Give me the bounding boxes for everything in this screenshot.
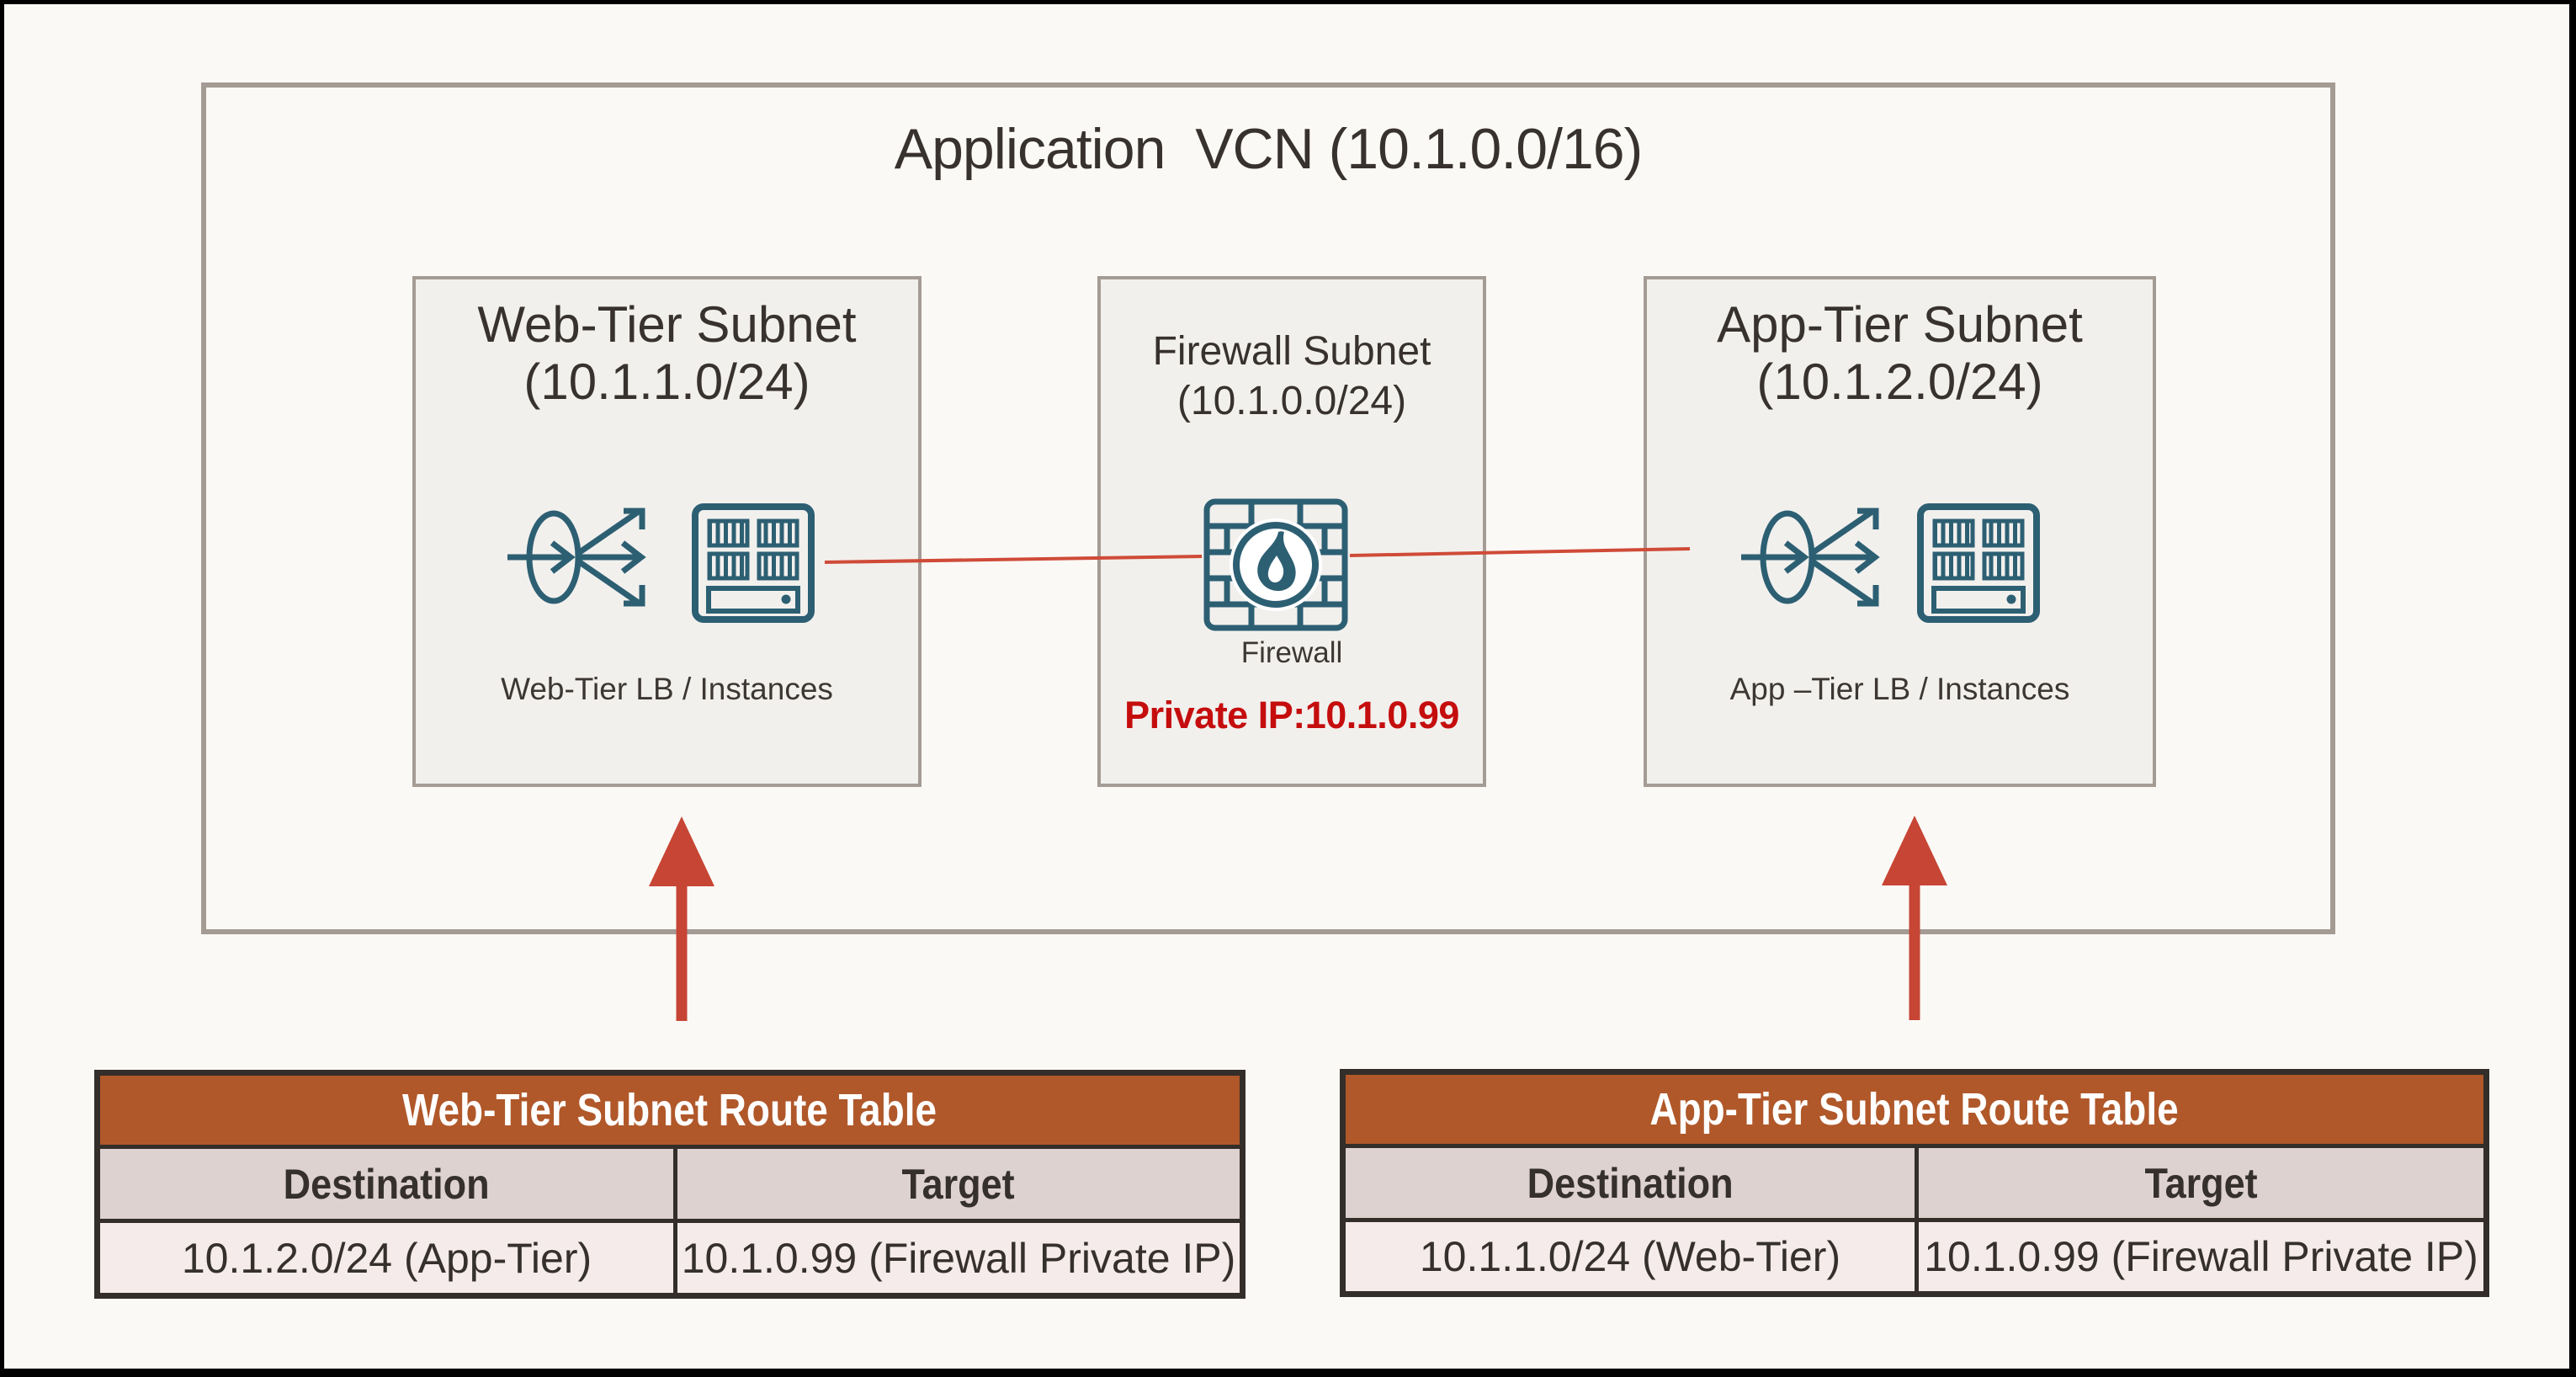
web-route-table-column-headers: Destination Target [100,1145,1240,1219]
firewall-icon [1203,498,1348,631]
app-subnet-name: App-Tier Subnet [1717,296,2083,353]
vcn-title: Application VCN (10.1.0.0/16) [894,117,1644,181]
application-vcn-box [201,82,2335,934]
web-tier-subnet-box: Web-Tier Subnet (10.1.1.0/24) Web-Tier L… [412,276,922,787]
column-header-destination: Destination [1527,1159,1734,1207]
server-instances-icon [692,503,815,623]
firewall-private-ip: Private IP:10.1.0.99 [1124,694,1459,736]
load-balancer-icon [1741,508,1880,607]
firewall-subnet-cidr: (10.1.0.0/24) [1176,378,1407,423]
firewall-subnet-name: Firewall Subnet [1152,329,1431,374]
table-row: 10.1.1.0/24 (Web-Tier) 10.1.0.99 (Firewa… [1346,1218,2483,1291]
server-instances-icon [1917,503,2040,623]
app-route-destination-value: 10.1.1.0/24 (Web-Tier) [1419,1233,1841,1280]
app-route-target-value: 10.1.0.99 (Firewall Private IP) [1915,1222,2483,1291]
web-route-target-value: 10.1.0.99 (Firewall Private IP) [673,1223,1240,1293]
column-header-target: Target [1915,1148,2483,1218]
web-subnet-name: Web-Tier Subnet [477,296,857,353]
app-route-table-column-headers: Destination Target [1346,1144,2483,1218]
app-subnet-cidr: (10.1.2.0/24) [1756,353,2043,410]
firewall-subnet-box: Firewall Subnet (10.1.0.0/24) Firewall P… [1097,276,1486,787]
web-subnet-title: Web-Tier Subnet (10.1.1.0/24) [416,296,918,411]
web-tier-route-table: Web-Tier Subnet Route Table Destination … [94,1070,1246,1299]
column-header-destination: Destination [283,1160,491,1208]
load-balancer-icon [507,508,646,607]
app-route-table-title: App-Tier Subnet Route Table [1346,1075,2483,1144]
app-subnet-title: App-Tier Subnet (10.1.2.0/24) [1647,296,2153,411]
web-subnet-cidr: (10.1.1.0/24) [523,353,810,410]
flame-glyph [1257,531,1296,591]
app-tier-route-table: App-Tier Subnet Route Table Destination … [1340,1069,2489,1297]
firewall-icon-label: Firewall [1240,636,1343,669]
web-icons-label: Web-Tier LB / Instances [501,672,833,706]
web-route-destination-value: 10.1.2.0/24 (App-Tier) [181,1234,592,1282]
table-row: 10.1.2.0/24 (App-Tier) 10.1.0.99 (Firewa… [100,1219,1240,1293]
column-header-target: Target [673,1149,1240,1219]
app-icons-label: App –Tier LB / Instances [1729,672,2070,706]
web-route-table-title: Web-Tier Subnet Route Table [100,1076,1240,1145]
app-tier-subnet-box: App-Tier Subnet (10.1.2.0/24) App –Tier … [1644,276,2156,787]
firewall-subnet-title: Firewall Subnet (10.1.0.0/24) [1101,327,1483,426]
